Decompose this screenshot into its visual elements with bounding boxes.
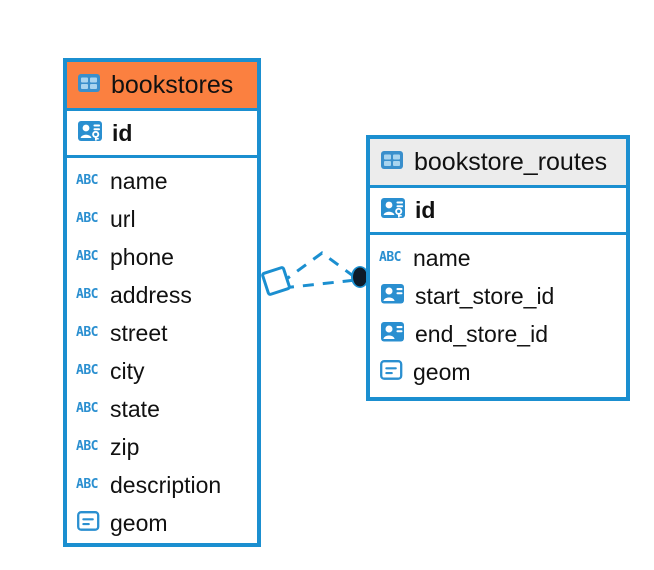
svg-text:ABC: ABC xyxy=(76,363,98,377)
field-label: name xyxy=(110,167,168,194)
svg-text:ABC: ABC xyxy=(76,211,98,225)
entity-bookstore-routes[interactable]: bookstore_routes id xyxy=(366,135,630,401)
field-row-name[interactable]: ABC name xyxy=(67,162,257,200)
field-row-name[interactable]: ABC name xyxy=(370,239,626,277)
relationship-line-end-store[interactable] xyxy=(282,278,357,290)
field-row-phone[interactable]: ABC phone xyxy=(67,238,257,276)
field-row-state[interactable]: ABC state xyxy=(67,390,257,428)
text-type-icon: ABC xyxy=(76,475,102,496)
field-label: name xyxy=(413,244,471,271)
geometry-type-icon xyxy=(76,509,102,538)
foreign-key-icon xyxy=(379,319,407,350)
entity-header-bookstore-routes[interactable]: bookstore_routes xyxy=(370,139,626,185)
field-label: geom xyxy=(110,509,168,536)
field-row-id[interactable]: id xyxy=(370,188,626,232)
svg-text:ABC: ABC xyxy=(76,477,98,491)
primary-key-section-bookstore-routes: id xyxy=(370,185,626,235)
field-row-geom[interactable]: geom xyxy=(67,504,257,542)
svg-text:ABC: ABC xyxy=(76,401,98,415)
entity-header-bookstores[interactable]: bookstores xyxy=(67,62,257,108)
svg-text:ABC: ABC xyxy=(76,439,98,453)
relationship-line-start-store[interactable] xyxy=(280,251,357,285)
entity-title: bookstore_routes xyxy=(414,147,608,176)
fields-section-bookstores: ABC name ABC url ABC p xyxy=(67,158,257,548)
field-label: address xyxy=(110,281,192,308)
geometry-type-icon xyxy=(379,358,405,387)
field-label: start_store_id xyxy=(415,282,555,309)
svg-text:ABC: ABC xyxy=(76,287,98,301)
text-type-icon: ABC xyxy=(379,248,405,269)
table-icon xyxy=(379,147,405,178)
text-type-icon: ABC xyxy=(76,247,102,268)
field-row-start-store-id[interactable]: start_store_id xyxy=(370,277,626,315)
svg-text:ABC: ABC xyxy=(76,173,98,187)
table-icon xyxy=(76,70,102,101)
field-row-id[interactable]: id xyxy=(67,111,257,155)
svg-text:ABC: ABC xyxy=(76,249,98,263)
field-row-url[interactable]: ABC url xyxy=(67,200,257,238)
field-label: id xyxy=(415,196,436,223)
field-label: phone xyxy=(110,243,174,270)
field-label: zip xyxy=(110,433,140,460)
diamond-marker[interactable] xyxy=(261,266,291,296)
field-row-city[interactable]: ABC city xyxy=(67,352,257,390)
field-label: street xyxy=(110,319,168,346)
svg-text:ABC: ABC xyxy=(76,325,98,339)
primary-key-icon xyxy=(76,117,104,150)
field-label: city xyxy=(110,357,145,384)
field-label: url xyxy=(110,205,136,232)
field-label: state xyxy=(110,395,160,422)
text-type-icon: ABC xyxy=(76,285,102,306)
field-row-zip[interactable]: ABC zip xyxy=(67,428,257,466)
field-row-street[interactable]: ABC street xyxy=(67,314,257,352)
field-row-geom[interactable]: geom xyxy=(370,353,626,391)
text-type-icon: ABC xyxy=(76,437,102,458)
primary-key-icon xyxy=(379,194,407,227)
svg-text:ABC: ABC xyxy=(379,250,401,264)
text-type-icon: ABC xyxy=(76,361,102,382)
primary-key-section-bookstores: id xyxy=(67,108,257,158)
field-row-end-store-id[interactable]: end_store_id xyxy=(370,315,626,353)
field-row-description[interactable]: ABC description xyxy=(67,466,257,504)
entity-title: bookstores xyxy=(111,70,234,99)
field-label: end_store_id xyxy=(415,320,548,347)
text-type-icon: ABC xyxy=(76,209,102,230)
text-type-icon: ABC xyxy=(76,323,102,344)
entity-bookstores[interactable]: bookstores id xyxy=(63,58,261,547)
field-label: id xyxy=(112,119,133,146)
field-label: description xyxy=(110,471,222,498)
field-row-address[interactable]: ABC address xyxy=(67,276,257,314)
foreign-key-icon xyxy=(379,281,407,312)
text-type-icon: ABC xyxy=(76,399,102,420)
fields-section-bookstore-routes: ABC name start_store_id xyxy=(370,235,626,397)
field-label: geom xyxy=(413,358,471,385)
text-type-icon: ABC xyxy=(76,171,102,192)
